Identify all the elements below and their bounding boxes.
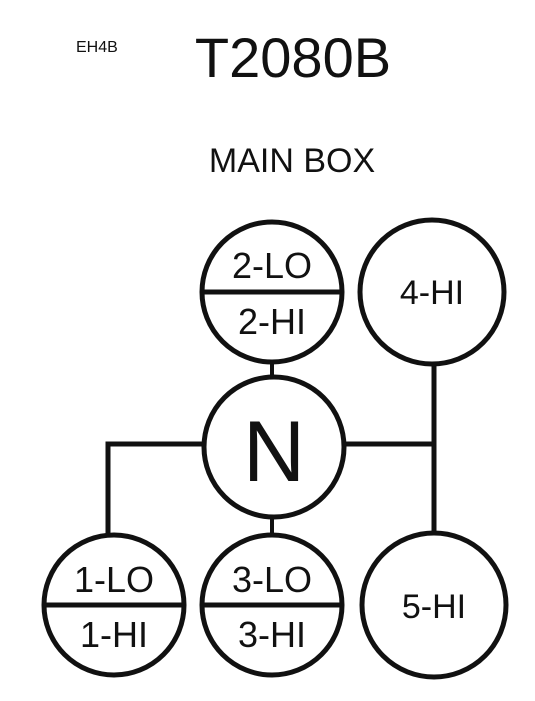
terminal-5: 5-HI	[359, 530, 509, 680]
terminal-neutral: N	[201, 374, 347, 520]
terminal-4-label: 4-HI	[400, 274, 464, 312]
terminal-2: 2-LO 2-HI	[199, 219, 345, 365]
terminal-1-bottom-label: 1-HI	[80, 614, 148, 655]
terminal-2-bottom-label: 2-HI	[238, 301, 306, 342]
wires	[105, 362, 437, 540]
neutral-circle	[201, 374, 347, 520]
terminal-1-top-label: 1-LO	[74, 559, 154, 600]
terminal-3: 3-LO 3-HI	[199, 532, 345, 678]
terminal-5-circle	[359, 530, 509, 680]
wire-n-to-1	[105, 441, 205, 538]
terminal-3-top-label: 3-LO	[232, 559, 312, 600]
terminal-3-bottom-label: 3-HI	[238, 614, 306, 655]
terminal-4-circle	[357, 217, 507, 367]
terminal-5-label: 5-HI	[402, 588, 466, 626]
box-subtitle: MAIN BOX	[209, 142, 375, 180]
terminal-2-top-label: 2-LO	[232, 245, 312, 286]
neutral-label: N	[243, 404, 305, 500]
terminal-1: 1-LO 1-HI	[41, 532, 187, 678]
diagram-code: EH4B	[76, 39, 118, 56]
model-title: T2080B	[195, 26, 391, 89]
terminal-4: 4-HI	[357, 217, 507, 367]
